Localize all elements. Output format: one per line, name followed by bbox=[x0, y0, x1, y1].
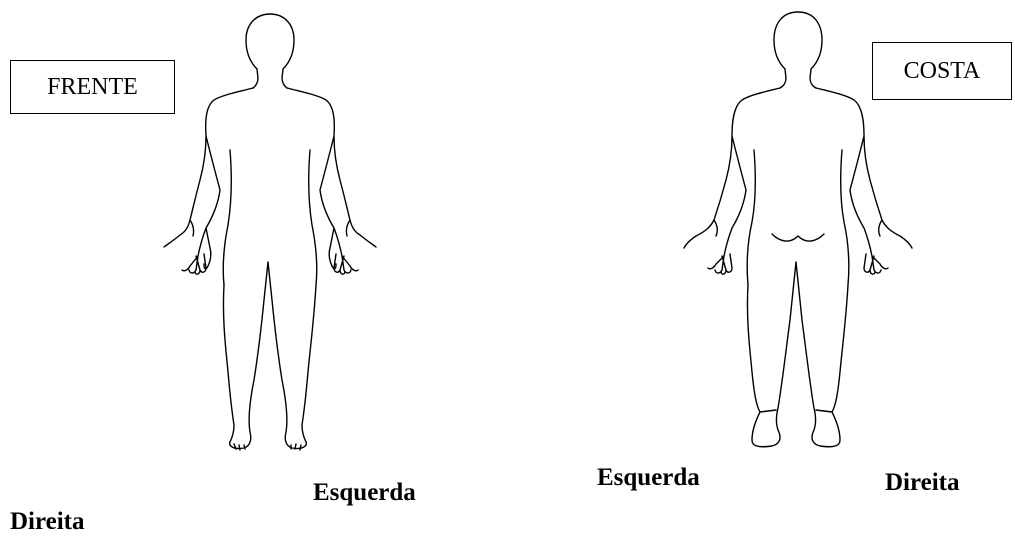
front-legs bbox=[223, 262, 316, 449]
back-head bbox=[774, 12, 822, 88]
front-body-figure bbox=[160, 0, 380, 460]
front-right-side-label: Direita bbox=[10, 509, 85, 534]
back-view-label: COSTA bbox=[872, 42, 1012, 100]
back-legs bbox=[747, 262, 848, 447]
front-torso bbox=[223, 150, 317, 285]
front-head bbox=[246, 14, 294, 88]
front-right-side bbox=[287, 88, 376, 274]
back-right-side bbox=[816, 88, 912, 274]
back-right-side-label: Direita bbox=[885, 470, 960, 495]
front-left-side-label: Esquerda bbox=[313, 480, 416, 505]
back-left-side-label: Esquerda bbox=[597, 465, 700, 490]
back-torso bbox=[747, 150, 849, 285]
front-view-label: FRENTE bbox=[10, 60, 175, 114]
front-feet bbox=[234, 444, 301, 450]
back-left-side bbox=[684, 88, 780, 274]
front-left-side bbox=[164, 88, 253, 274]
front-body-outline bbox=[160, 0, 380, 460]
